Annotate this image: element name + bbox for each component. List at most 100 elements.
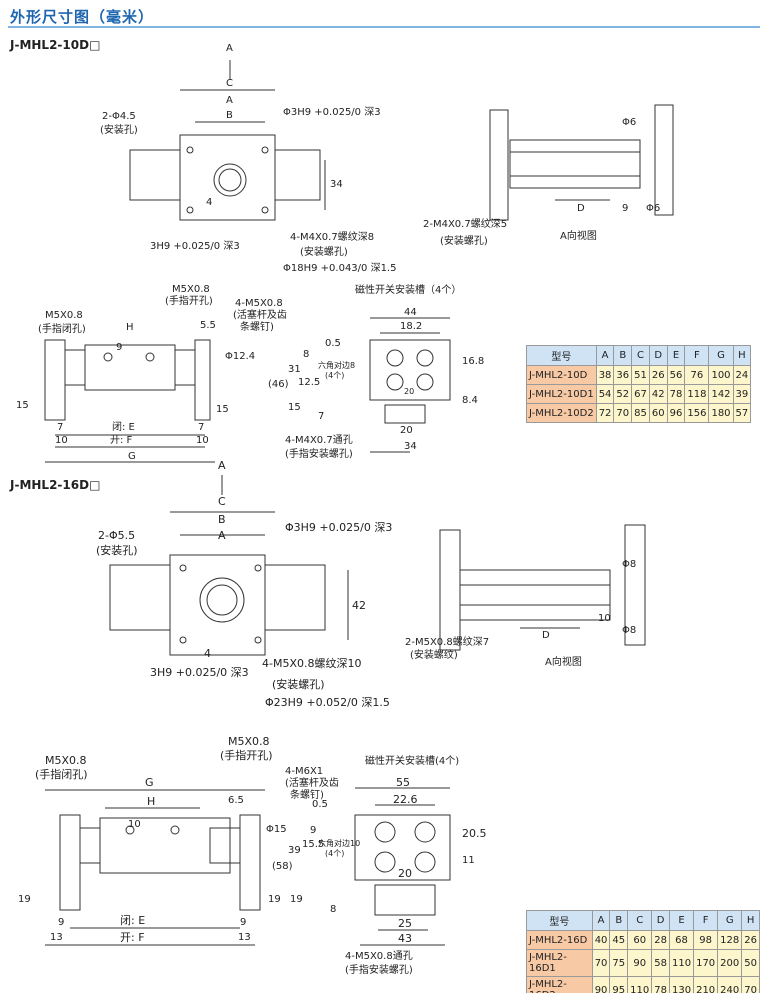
dim-label: 39 <box>288 845 301 856</box>
table-cell: 58 <box>651 949 670 977</box>
model-cell: J-MHL2-10D1 <box>526 384 597 404</box>
dim-label: 22.6 <box>393 793 418 806</box>
dim-label: 9 <box>622 203 629 214</box>
model-cell: J-MHL2-16D2 <box>526 976 593 993</box>
dim-label: 4-M6X1 <box>285 766 324 777</box>
dim-label: 19 <box>290 894 303 905</box>
table-cell: 98 <box>693 930 719 950</box>
dim-label: 20.5 <box>462 827 487 840</box>
dim-label: 20 <box>400 425 413 436</box>
column-header: B <box>609 910 629 931</box>
table-cell: 128 <box>717 930 743 950</box>
dim-label: 19 <box>268 894 281 905</box>
dim-label: (4个) <box>325 849 345 858</box>
table-cell: 38 <box>595 365 615 385</box>
dim-label: 磁性开关安装槽(4个) <box>365 756 460 767</box>
dim-label: 9 <box>58 917 65 928</box>
dim-label: 4 <box>204 647 211 660</box>
dim-label: 4-M5X0.8螺纹深10 <box>262 657 362 670</box>
dim-label: 25 <box>398 917 412 930</box>
dim-label: M5X0.8 <box>172 284 210 295</box>
dim-label: 10 <box>128 819 141 830</box>
side-view-16d <box>45 789 265 946</box>
dim-label: (安装螺孔) <box>440 236 488 247</box>
model-heading-16d: J-MHL2-16D□ <box>10 478 101 492</box>
dim-label: 条螺钉) <box>240 322 274 333</box>
dim-label: 2-M5X0.8螺纹深7 <box>405 637 490 648</box>
dim-label: A <box>218 459 226 472</box>
model-cell: J-MHL2-16D <box>526 930 593 950</box>
column-header: H <box>741 910 760 931</box>
dim-label: 条螺钉) <box>290 790 324 801</box>
dim-label: 7 <box>318 411 325 422</box>
dim-label: 42 <box>352 599 366 612</box>
dim-label: (手指开孔) <box>165 296 213 307</box>
dim-label: A <box>226 95 233 106</box>
dim-label: G <box>128 451 136 462</box>
dim-label: 44 <box>404 307 417 318</box>
dim-label: 0.5 <box>312 799 328 810</box>
table-cell: 76 <box>684 365 710 385</box>
dim-label: B <box>226 110 233 121</box>
dim-label: (安装孔) <box>96 544 138 557</box>
dim-label: 开: F <box>110 435 133 446</box>
table-cell: 54 <box>595 384 615 404</box>
column-header: H <box>732 345 752 366</box>
dim-label: 5.5 <box>200 320 216 331</box>
table-cell: 52 <box>613 384 633 404</box>
table-cell: 67 <box>631 384 650 404</box>
table-row: J-MHL2-16D290951107813021024070 <box>526 976 760 993</box>
dim-label: (手指闭孔) <box>38 324 86 335</box>
dim-label: Φ8 <box>622 625 637 636</box>
dim-label: (手指安装螺孔) <box>285 449 353 460</box>
dim-label: G <box>145 776 154 789</box>
table-cell: 240 <box>717 976 743 993</box>
dim-label: 8 <box>303 349 310 360</box>
table-cell: 90 <box>627 949 653 977</box>
table-cell: 96 <box>666 403 686 423</box>
dim-label: 15 <box>216 404 229 415</box>
table-cell: 200 <box>717 949 743 977</box>
table-cell: 110 <box>627 976 653 993</box>
dim-label: 2-M4X0.7螺纹深5 <box>423 219 508 230</box>
dim-label: 4-M5X0.8 <box>235 298 283 309</box>
a-view-10d <box>489 104 674 221</box>
dim-label: 10 <box>196 435 209 446</box>
dim-label: 7 <box>57 422 64 433</box>
table-cell: 100 <box>708 365 734 385</box>
dim-label: 3H9 +0.025/0 深3 <box>150 666 249 679</box>
top-view-16d <box>109 475 349 656</box>
model-cell: J-MHL2-10D2 <box>526 403 597 423</box>
dim-label: (46) <box>268 379 289 390</box>
dim-label: 19 <box>18 894 31 905</box>
table-cell: 210 <box>693 976 719 993</box>
dim-label: 六角对边10 <box>318 839 361 848</box>
dim-label: D <box>542 630 550 641</box>
dim-label: M5X0.8 <box>45 310 83 321</box>
table-cell: 56 <box>666 365 686 385</box>
table-cell: 26 <box>741 930 760 950</box>
dim-label: 18.2 <box>400 321 423 332</box>
model-heading-10d: J-MHL2-10D□ <box>10 38 101 52</box>
dim-label: (手指闭孔) <box>35 768 88 781</box>
column-header: A <box>595 345 615 366</box>
table-cell: 24 <box>732 365 752 385</box>
dim-label: 2-Φ5.5 <box>98 529 136 542</box>
table-cell: 57 <box>732 403 752 423</box>
column-header: F <box>684 345 710 366</box>
table-cell: 51 <box>631 365 650 385</box>
dim-label: Φ12.4 <box>225 351 256 362</box>
dim-label: (安装螺孔) <box>272 678 325 691</box>
table-cell: 40 <box>591 930 611 950</box>
dim-label: 15.5 <box>302 839 325 850</box>
dim-label: H <box>126 322 134 333</box>
dim-label: (安装孔) <box>100 125 138 136</box>
table-cell: 170 <box>693 949 719 977</box>
dim-label: 34 <box>404 441 417 452</box>
side-view-10d <box>44 339 215 463</box>
